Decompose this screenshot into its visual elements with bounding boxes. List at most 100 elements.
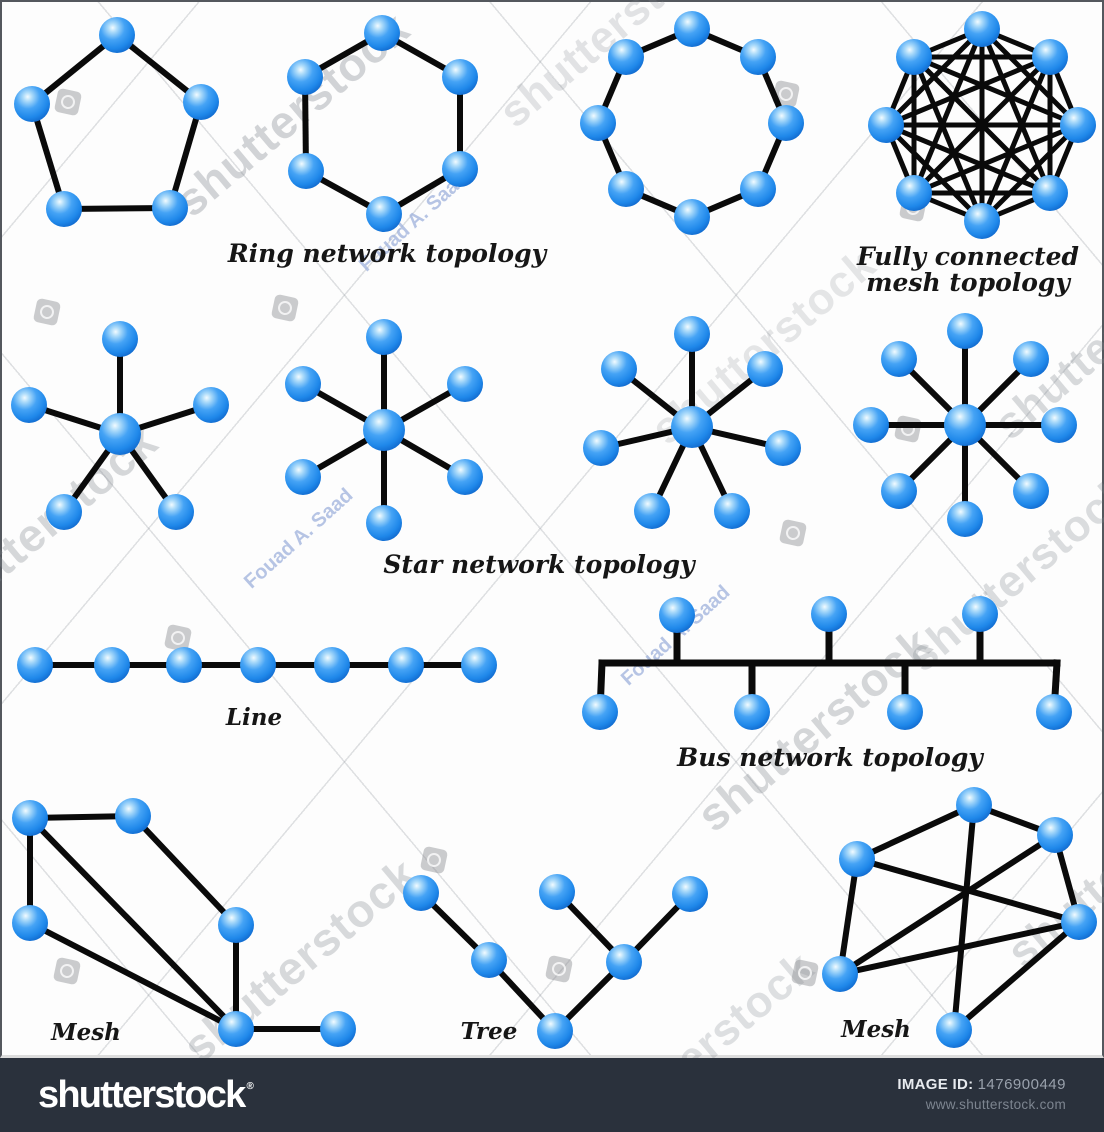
network-node — [537, 1013, 573, 1049]
network-node — [936, 1012, 972, 1048]
network-node — [99, 413, 141, 455]
network-node — [962, 596, 998, 632]
network-node — [366, 319, 402, 355]
network-node — [158, 494, 194, 530]
network-node — [285, 366, 321, 402]
label-tree: Tree — [461, 1018, 518, 1045]
network-node — [674, 11, 710, 47]
network-node — [659, 597, 695, 633]
network-node — [363, 409, 405, 451]
network-node — [46, 494, 82, 530]
network-node — [580, 105, 616, 141]
label-fullmesh-2: mesh topology — [866, 268, 1071, 297]
edge — [29, 103, 67, 210]
network-node — [606, 944, 642, 980]
image-id-value: 1476900449 — [977, 1075, 1066, 1093]
network-node — [734, 694, 770, 730]
image-id-label: IMAGE ID: — [897, 1075, 974, 1093]
graph-star-5 — [11, 321, 229, 530]
network-node — [12, 800, 48, 836]
network-node — [887, 694, 923, 730]
network-node — [634, 493, 670, 529]
network-node — [17, 647, 53, 683]
label-bus: Bus network topology — [676, 743, 984, 772]
registered-mark: ® — [246, 1080, 254, 1092]
network-node — [822, 956, 858, 992]
network-node — [218, 907, 254, 943]
network-node — [881, 341, 917, 377]
network-node — [1013, 473, 1049, 509]
network-node — [1041, 407, 1077, 443]
network-node — [115, 798, 151, 834]
label-mesh-left: Mesh — [50, 1019, 121, 1046]
network-node — [288, 153, 324, 189]
network-node — [896, 39, 932, 75]
label-fullmesh-1: Fully connected — [856, 242, 1079, 271]
network-node — [46, 191, 82, 227]
edge — [911, 56, 985, 222]
network-node — [881, 473, 917, 509]
network-node — [765, 430, 801, 466]
edge — [167, 101, 204, 209]
network-node — [964, 11, 1000, 47]
network-node — [442, 151, 478, 187]
network-node — [944, 404, 986, 446]
graph-ring-pentagon — [14, 17, 219, 227]
network-node — [366, 196, 402, 232]
image-meta: IMAGE ID: 1476900449 www.shutterstock.co… — [897, 1076, 1066, 1115]
graph-star-7 — [583, 316, 801, 529]
network-node — [183, 84, 219, 120]
network-node — [102, 321, 138, 357]
edge — [952, 919, 1081, 1033]
edge — [839, 919, 1080, 977]
network-node — [947, 313, 983, 349]
edge — [30, 32, 119, 107]
edge — [130, 813, 239, 928]
network-node — [868, 107, 904, 143]
network-node — [811, 596, 847, 632]
network-node — [896, 175, 932, 211]
graph-mesh-right — [822, 787, 1097, 1048]
network-node — [461, 647, 497, 683]
network-node — [366, 505, 402, 541]
graph-fully-connected-mesh — [868, 11, 1096, 239]
network-node — [839, 841, 875, 877]
edge — [856, 856, 1080, 925]
network-node — [364, 15, 400, 51]
label-ring: Ring network topology — [227, 239, 548, 268]
network-node — [964, 203, 1000, 239]
edge — [838, 832, 1057, 977]
graph-ring-hexagon — [287, 15, 478, 232]
network-node — [747, 351, 783, 387]
graph-ring-octagon — [580, 11, 804, 235]
edge — [884, 123, 984, 223]
network-node — [388, 647, 424, 683]
network-node — [320, 1011, 356, 1047]
image-id-line: IMAGE ID: 1476900449 — [897, 1076, 1066, 1095]
network-node — [583, 430, 619, 466]
website-url: www.shutterstock.com — [925, 1097, 1066, 1113]
label-line: Line — [225, 704, 282, 731]
network-node — [99, 17, 135, 53]
network-node — [768, 105, 804, 141]
network-node — [94, 647, 130, 683]
network-node — [853, 407, 889, 443]
network-node — [674, 199, 710, 235]
network-node — [240, 647, 276, 683]
network-node — [1037, 817, 1073, 853]
graph-star-8 — [853, 313, 1077, 537]
network-node — [956, 787, 992, 823]
footer-bar: shutterstock® IMAGE ID: 1476900449 www.s… — [0, 1058, 1104, 1132]
network-node — [11, 387, 47, 423]
edge — [855, 802, 976, 862]
network-node — [601, 351, 637, 387]
label-mesh-right: Mesh — [840, 1016, 911, 1043]
network-node — [1032, 175, 1068, 211]
edge — [28, 920, 238, 1032]
network-node — [674, 316, 710, 352]
network-node — [1032, 39, 1068, 75]
network-node — [714, 493, 750, 529]
network-node — [947, 501, 983, 537]
edge — [912, 55, 1052, 195]
